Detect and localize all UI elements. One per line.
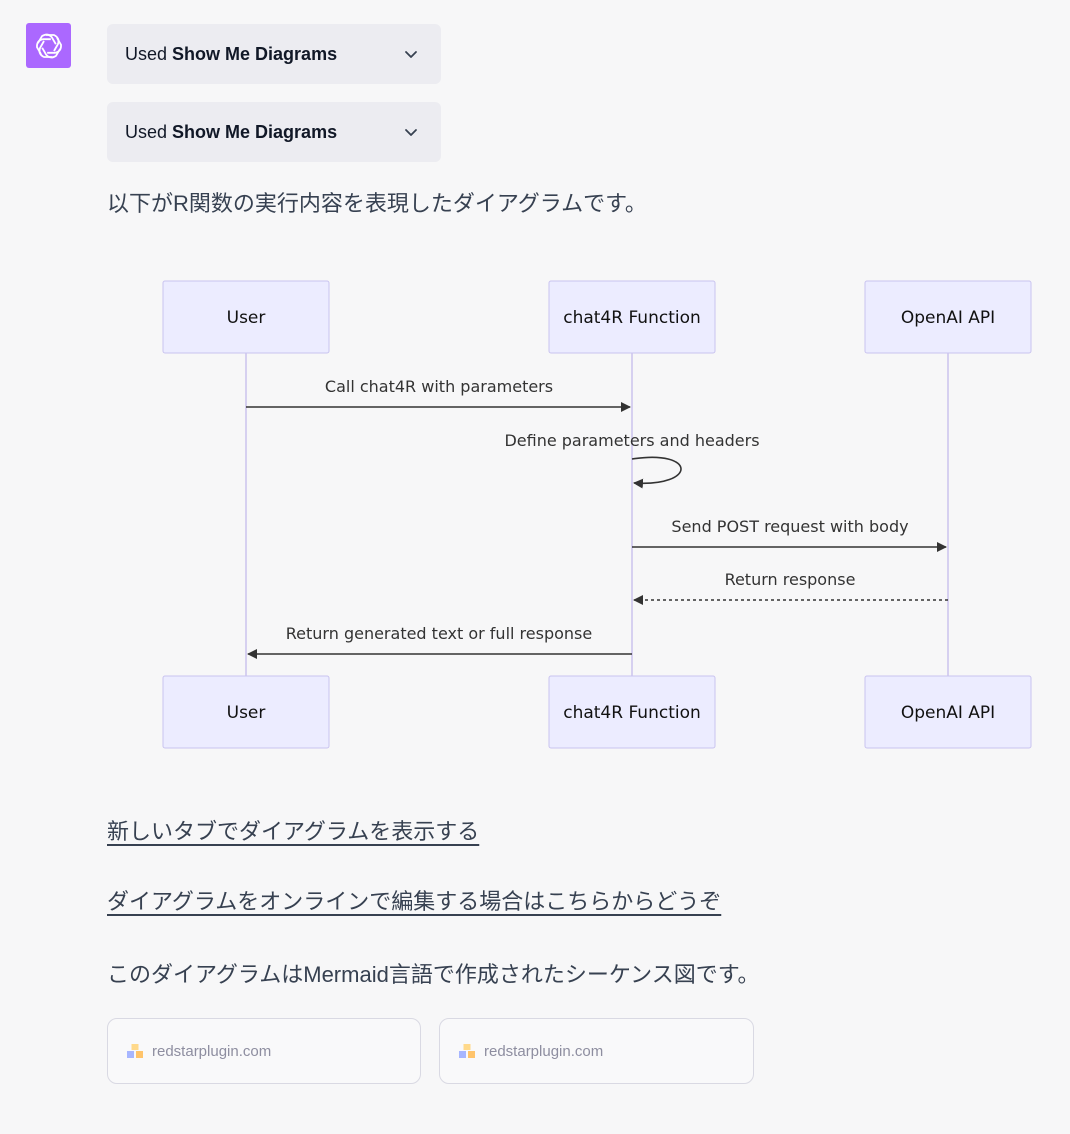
plugin-use-toggle-2[interactable]: Used Show Me Diagrams bbox=[107, 102, 441, 162]
participant-box bbox=[162, 675, 330, 749]
plugin-favicon-icon bbox=[458, 1042, 476, 1060]
chevron-down-icon bbox=[405, 51, 417, 58]
participant-box bbox=[548, 675, 716, 749]
participant-label: OpenAI API bbox=[901, 308, 995, 328]
message-label: Return response bbox=[725, 570, 856, 589]
chevron-down-icon bbox=[405, 129, 417, 136]
plugin-use-toggle-1[interactable]: Used Show Me Diagrams bbox=[107, 24, 441, 84]
edit-diagram-online-link[interactable]: ダイアグラムをオンラインで編集する場合はこちらからどうぞ bbox=[107, 889, 722, 914]
source-card-2[interactable]: redstarplugin.com bbox=[439, 1018, 754, 1084]
message-label: Send POST request with body bbox=[671, 517, 908, 536]
participant-label: User bbox=[227, 308, 266, 328]
participant-label: chat4R Function bbox=[563, 308, 701, 328]
participant-label: OpenAI API bbox=[901, 703, 995, 723]
plugin-favicon-icon bbox=[126, 1042, 144, 1060]
message-label: Define parameters and headers bbox=[504, 431, 759, 450]
participant-box bbox=[162, 280, 330, 354]
participant-box bbox=[864, 675, 1032, 749]
open-diagram-new-tab-link[interactable]: 新しいタブでダイアグラムを表示する bbox=[107, 819, 480, 844]
plugin-use-label: Used Show Me Diagrams bbox=[125, 121, 338, 142]
openai-logo-icon bbox=[35, 33, 62, 58]
self-message-arrow bbox=[631, 456, 682, 489]
participant-box bbox=[864, 280, 1032, 354]
chatgpt-avatar bbox=[26, 23, 71, 68]
source-domain: redstarplugin.com bbox=[484, 1042, 604, 1060]
participant-label: chat4R Function bbox=[563, 703, 701, 723]
outro-text: このダイアグラムはMermaid言語で作成されたシーケンス図です。 bbox=[107, 962, 760, 987]
participant-label: User bbox=[227, 703, 266, 723]
message-label: Return generated text or full response bbox=[286, 624, 592, 643]
source-domain: redstarplugin.com bbox=[152, 1042, 272, 1060]
source-card-1[interactable]: redstarplugin.com bbox=[107, 1018, 421, 1084]
message-label: Call chat4R with parameters bbox=[325, 377, 553, 396]
intro-text: 以下がR関数の実行内容を表現したダイアグラムです。 bbox=[107, 191, 647, 216]
plugin-use-label: Used Show Me Diagrams bbox=[125, 43, 338, 64]
participant-box bbox=[548, 280, 716, 354]
